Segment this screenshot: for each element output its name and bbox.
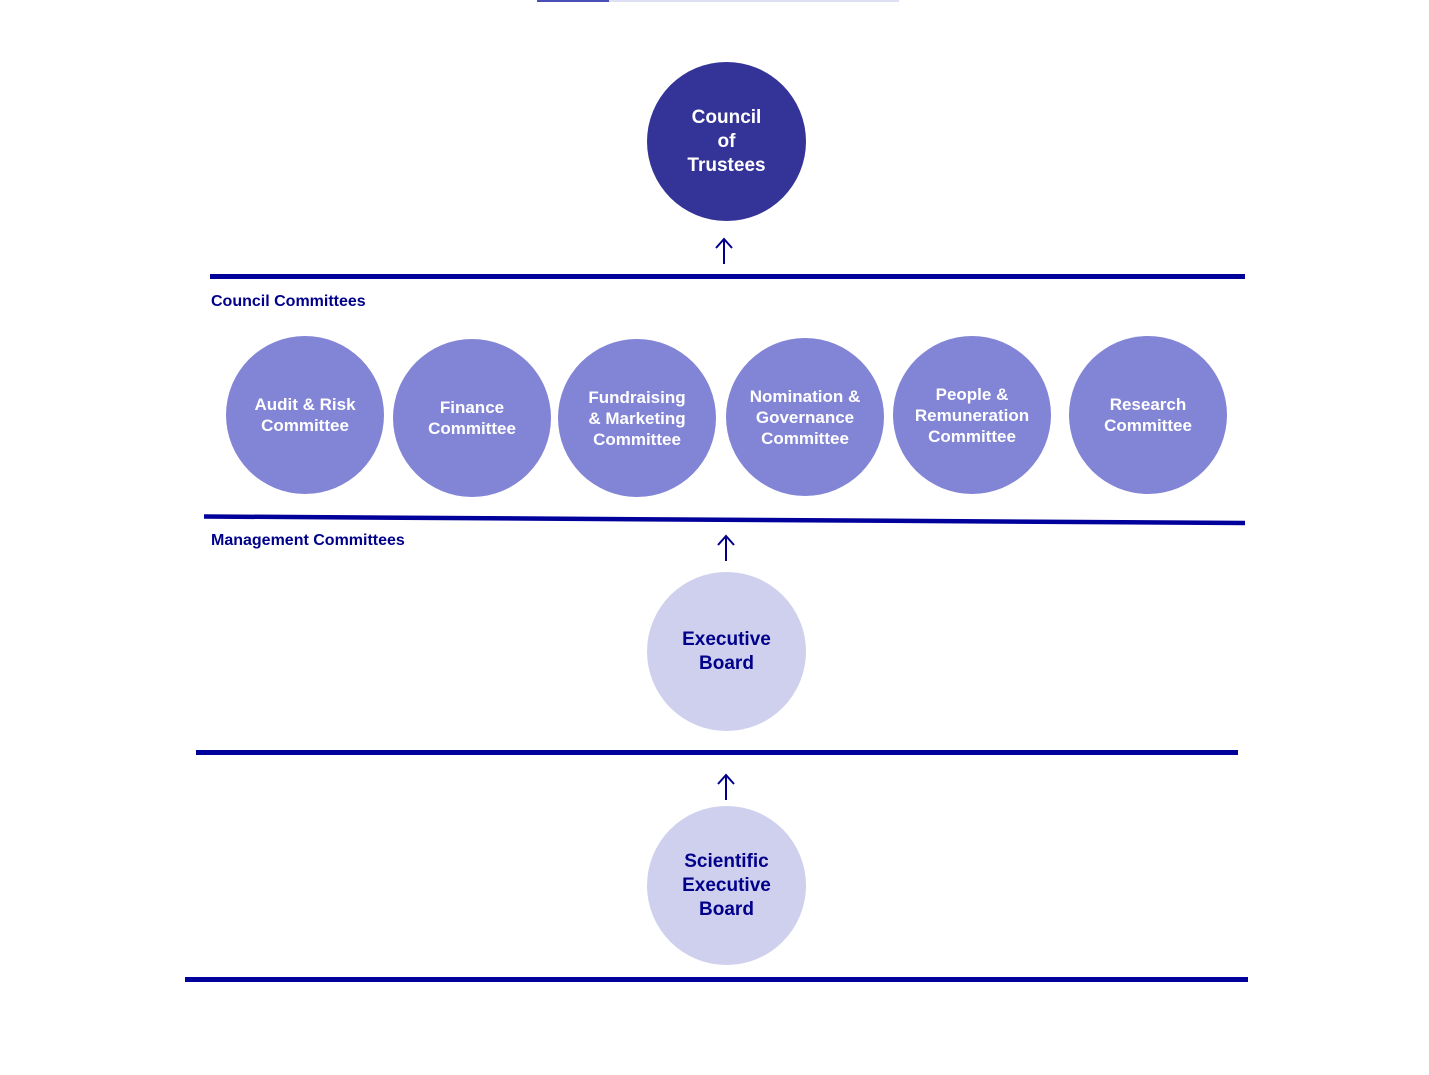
arrow-up-icon <box>717 773 735 800</box>
committee-node-finance: Finance Committee <box>393 339 551 497</box>
committee-node-people-remuneration: People & Remuneration Committee <box>893 336 1051 494</box>
bottom-rule <box>185 977 1248 982</box>
committee-node-research: Research Committee <box>1069 336 1227 494</box>
council-committees-heading: Council Committees <box>211 293 366 310</box>
committee-node-nomination-governance: Nomination & Governance Committee <box>726 338 884 496</box>
council-committees-top-rule <box>210 274 1245 279</box>
arrow-up-icon <box>717 534 735 561</box>
council-of-trustees-node: Council of Trustees <box>647 62 806 221</box>
progress-fill <box>537 0 610 2</box>
executive-board-node: Executive Board <box>647 572 806 731</box>
progress-track <box>537 0 899 2</box>
arrow-up-icon <box>715 237 733 264</box>
management-committees-top-rule <box>204 514 1246 526</box>
executive-board-bottom-rule <box>196 750 1238 755</box>
committee-node-audit-risk: Audit & Risk Committee <box>226 336 384 494</box>
scientific-executive-board-node: Scientific Executive Board <box>647 806 806 965</box>
committee-node-fundraising-marketing: Fundraising & Marketing Committee <box>558 339 716 497</box>
management-committees-heading: Management Committees <box>211 532 405 549</box>
